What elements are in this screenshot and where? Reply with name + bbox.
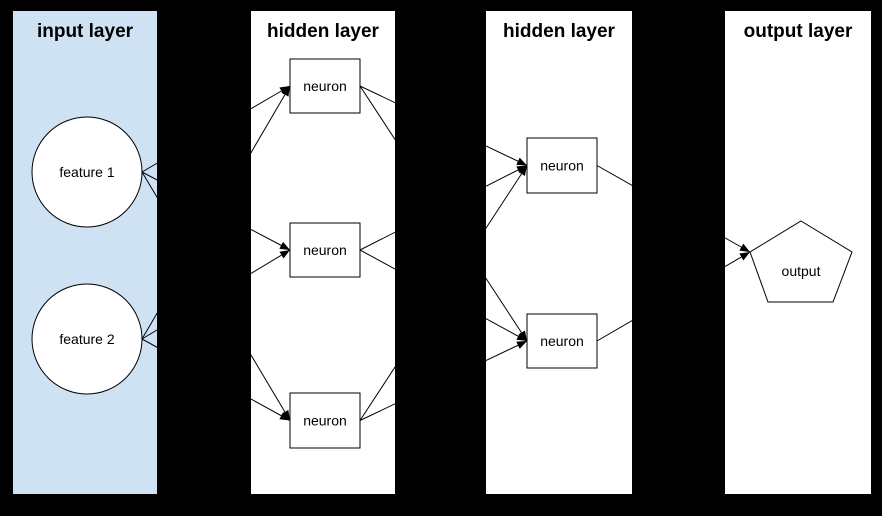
node-label-h1n1: neuron: [303, 78, 347, 94]
panel-gap: [632, 0, 725, 516]
node-out: [749, 220, 853, 303]
layer-title-output: output layer: [744, 21, 853, 42]
layer-title-input: input layer: [37, 21, 134, 42]
node-label-h2n1: neuron: [540, 158, 584, 174]
node-feature1: [31, 116, 143, 228]
node-h2n1: [526, 137, 598, 194]
node-label-feature1: feature 1: [59, 164, 114, 180]
layer-title-hidden1: hidden layer: [267, 21, 380, 42]
panel-gaps: [157, 0, 725, 516]
layer-title-hidden2: hidden layer: [503, 21, 616, 42]
node-label-h2n2: neuron: [540, 333, 584, 349]
node-label-h1n2: neuron: [303, 242, 347, 258]
node-h1n1: [289, 58, 361, 114]
layer-panel-hidden2: [486, 11, 632, 494]
layer-panel-input: [13, 11, 157, 494]
labels: input layer hidden layer hidden layer outpu…: [37, 21, 853, 429]
panel-gap: [395, 0, 486, 516]
node-h1n3: [289, 392, 361, 449]
node-feature2: [31, 283, 143, 395]
node-label-out: output: [782, 263, 821, 279]
nodes: [31, 58, 853, 449]
node-label-h1n3: neuron: [303, 413, 347, 429]
node-h1n2: [289, 222, 361, 278]
node-label-feature2: feature 2: [59, 331, 114, 347]
panel-gap: [157, 0, 251, 516]
node-h2n2: [526, 313, 598, 369]
